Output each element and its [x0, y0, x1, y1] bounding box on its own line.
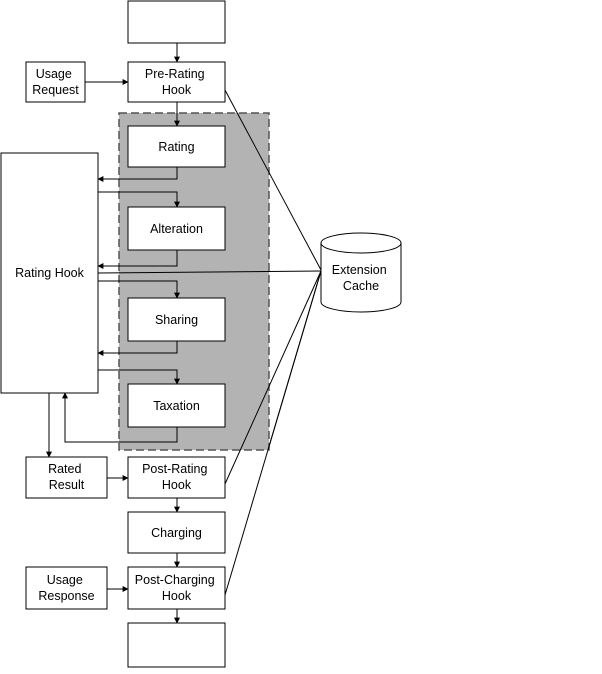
- post-rating-hook-box: [127, 456, 226, 499]
- usage-request-label: Usage Request: [32, 67, 79, 97]
- alteration-label: Alteration: [150, 222, 203, 236]
- pre-rating-hook-label: Pre-Rating Hook: [145, 67, 208, 97]
- arrow-rating-to-hook: [97, 167, 178, 182]
- extension-cache-label: Extension Cache: [332, 263, 390, 293]
- usage-request-box: [25, 61, 86, 103]
- link-hook-to-cache: [97, 270, 322, 274]
- link-prerating-to-cache: [224, 89, 322, 271]
- rating-box: [127, 125, 226, 168]
- labels: Usage Request Pre-Rating Hook Rating Alt…: [15, 67, 390, 603]
- post-charging-hook-box: [127, 566, 226, 610]
- sharing-box: [127, 297, 226, 342]
- arrow-alteration-to-hook: [97, 250, 178, 269]
- alteration-box: [127, 206, 226, 251]
- charging-label: Charging: [151, 526, 202, 540]
- post-rating-hook-label: Post-Rating Hook: [142, 462, 211, 492]
- arrow-hook-to-sharing: [98, 280, 180, 299]
- arrow-hook-to-alteration: [98, 191, 180, 208]
- taxation-box: [127, 383, 226, 428]
- charging-box: [127, 511, 226, 554]
- bottom-blank-box: [127, 622, 226, 668]
- extension-cache-cylinder: [320, 232, 402, 313]
- post-charging-hook-label: Post-Charging Hook: [135, 573, 218, 603]
- top-blank-box: [127, 0, 226, 44]
- sharing-label: Sharing: [155, 313, 198, 327]
- link-postrating-to-cache: [224, 270, 322, 485]
- rating-hook-box: [0, 152, 99, 394]
- rating-label: Rating: [158, 140, 194, 154]
- usage-response-box: [25, 566, 108, 610]
- rated-result-box: [25, 456, 108, 499]
- usage-response-label: Usage Response: [38, 573, 94, 603]
- arrow-sharing-to-hook: [97, 341, 178, 356]
- arrow-taxation-to-hook: [62, 392, 178, 443]
- arrow-hook-to-taxation: [98, 369, 180, 385]
- connectors: [46, 43, 322, 624]
- rated-result-label: Rated Result: [48, 462, 85, 492]
- pre-rating-hook-box: [127, 61, 226, 103]
- link-group-to-cache: [267, 270, 322, 451]
- boxes: [0, 0, 226, 668]
- rating-hook-label: Rating Hook: [15, 266, 85, 280]
- taxation-label: Taxation: [153, 399, 200, 413]
